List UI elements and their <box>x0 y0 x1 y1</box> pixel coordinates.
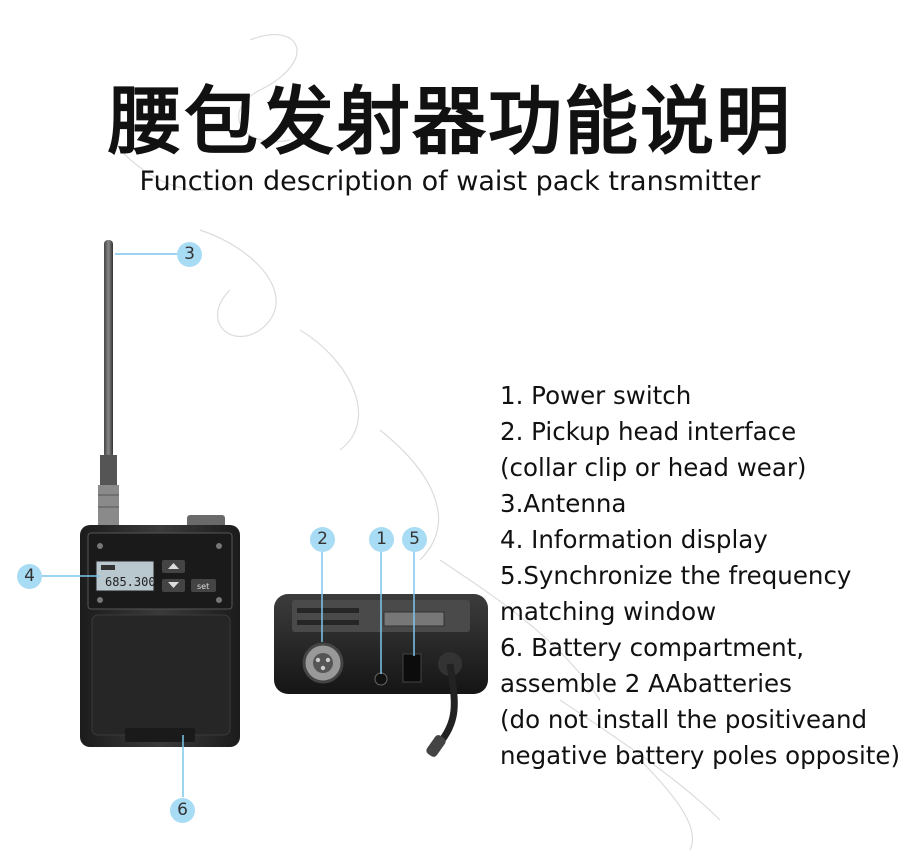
page-subtitle: Function description of waist pack trans… <box>139 166 761 197</box>
lcd-reading: 685.300 <box>105 575 156 589</box>
legend-line: 4. Information display <box>500 525 768 554</box>
legend-line: (collar clip or head wear) <box>500 453 807 482</box>
legend-line: 3.Antenna <box>500 489 627 518</box>
callout-battery: 6 <box>170 798 195 823</box>
callout-antenna: 3 <box>177 242 202 267</box>
legend-line: matching window <box>500 597 717 626</box>
legend-line: 1. Power switch <box>500 381 692 410</box>
legend-line: 5.Synchronize the frequency <box>500 561 852 590</box>
antenna <box>98 240 119 527</box>
legend-line: negative battery poles opposite) <box>500 741 900 770</box>
transmitter-body <box>80 525 240 747</box>
legend-line: 6. Battery compartment, <box>500 633 805 662</box>
legend-line: 2. Pickup head interface <box>500 417 797 446</box>
legend-line: assemble 2 AAbatteries <box>500 669 792 698</box>
legend-line: (do not install the positiveand <box>500 705 868 734</box>
page-title: 腰包发射器功能说明 <box>108 79 792 165</box>
callout-pickup: 2 <box>310 527 335 552</box>
set-button-label: set <box>197 582 209 591</box>
callout-sync: 5 <box>402 527 427 552</box>
callout-lines <box>42 253 415 797</box>
callout-power: 1 <box>369 527 394 552</box>
callout-display: 4 <box>17 564 42 589</box>
function-legend: 1. Power switch 2. Pickup head interface… <box>500 378 900 774</box>
